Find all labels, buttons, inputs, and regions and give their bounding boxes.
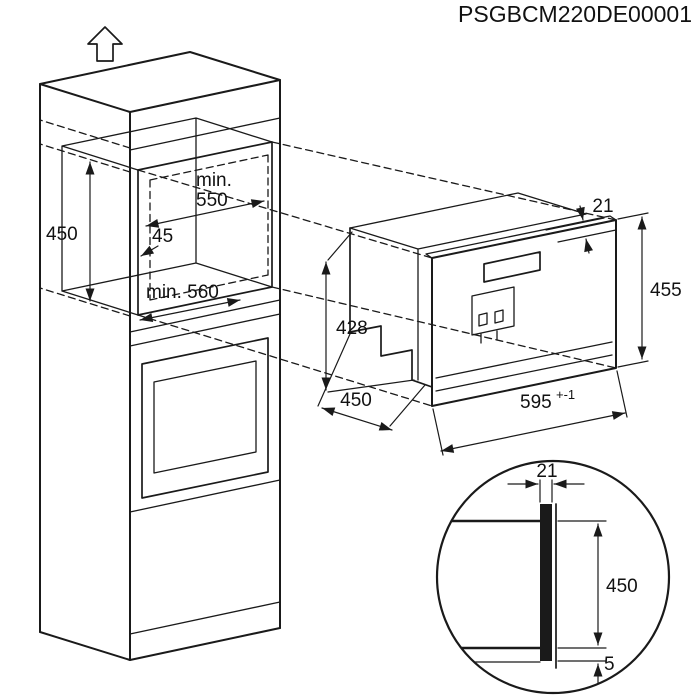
dim-front-height-ext [617,212,649,368]
drip-tray-lines [435,341,613,392]
detail-circle-outline [435,459,671,695]
niche-interior-edges [61,117,273,316]
detail-dim-bottom-overlap: 5 [604,654,615,675]
tall-cabinet-drawing [39,26,281,661]
dim-body-height-ext [327,231,415,393]
cabinet-top-face [39,51,281,113]
appliance-front-panel [431,219,617,407]
detail-section-lines [437,479,607,687]
dim-side-clearance: 45 [152,226,173,247]
dim-front-overhang-edges [545,217,617,243]
dim-front-overhang-arrow-top [575,205,585,221]
appliance-dimensions: 21 455 428 450 595 +-1 [317,196,682,456]
dim-front-width: 595 [520,392,552,413]
cabinet-vertical-edges [39,79,281,661]
detail-front-panel-bar [540,504,552,661]
dim-front-width-tolerance: +-1 [556,387,575,402]
built-in-appliance-drawing [349,192,617,407]
detail-dim-overhang: 21 [536,461,557,482]
dim-niche-depth: min. 560 [146,282,219,303]
front-panel-top-edge [425,215,617,259]
appliance-body-top-face [349,192,587,250]
dim-niche-width-min-label: min. [196,170,232,191]
niche-hidden-lines [39,119,131,317]
door-outer-frame [141,337,269,499]
spout-drip-lines [480,330,498,344]
cabinet-bottom-edges [39,627,281,661]
door-inner-panel [153,360,257,474]
drawing-title: PSGBCM220DE00001 [458,1,692,27]
cabinet-dimensions: min. 550 45 450 min. 560 [46,161,265,322]
dim-body-height: 428 [336,318,368,339]
dim-front-height: 455 [650,280,682,301]
display-window [483,251,541,283]
dim-niche-width: 550 [196,190,228,211]
dim-niche-width-arrow [145,199,265,228]
installation-detail-circle: 21 450 5 [435,459,671,695]
appliance-body-stepped-back [349,227,433,388]
dim-niche-depth-arrow [139,298,241,322]
detail-dim-front-height: 450 [606,576,638,597]
coffee-spout-unit [471,286,515,336]
cabinet-lower-door [129,299,281,635]
dim-front-width-arrow [440,411,626,453]
spout-nozzles [478,309,504,327]
dim-body-depth-arrow [321,407,393,431]
dim-front-overhang: 21 [592,196,613,217]
dim-front-width-ext [432,370,628,456]
appliance-position-dashed [149,154,269,301]
projection-lines [137,141,617,407]
dim-niche-height: 450 [46,224,78,245]
cabinet-top-band-line [129,117,281,151]
dim-front-overhang-arrow-bottom [584,238,594,254]
airflow-up-arrow-icon [87,26,123,62]
dim-body-depth-ext [317,333,426,427]
detail-dim-height-ext [557,520,607,649]
detail-dim-overhang-ext [539,479,553,503]
dim-body-depth: 450 [340,390,372,411]
dim-side-clearance-leader [140,245,159,257]
